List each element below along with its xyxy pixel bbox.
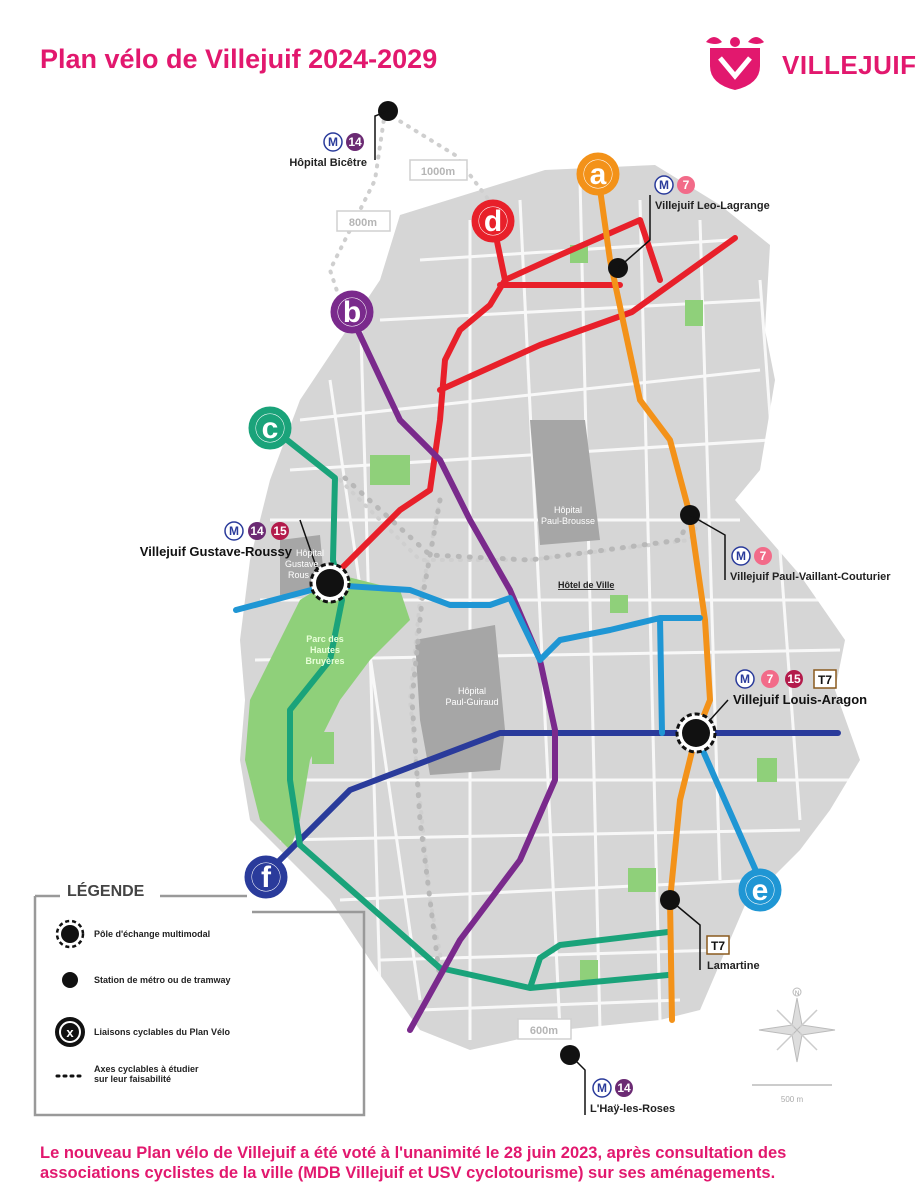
svg-text:Villejuif Paul-Vaillant-Coutur: Villejuif Paul-Vaillant-Couturier xyxy=(730,571,891,583)
legend-pole-echange: Pôle d'échange multimodal xyxy=(55,919,210,949)
line-e-marker: e xyxy=(738,868,782,912)
svg-text:Villejuif Louis-Aragon: Villejuif Louis-Aragon xyxy=(733,692,867,707)
villejuif-logo: VILLEJUIF xyxy=(700,28,916,94)
svg-text:600m: 600m xyxy=(530,1025,558,1037)
svg-text:Axes cyclables à étudier: Axes cyclables à étudier xyxy=(94,1064,199,1074)
legend-title: LÉGENDE xyxy=(67,881,145,900)
svg-text:800m: 800m xyxy=(349,217,377,229)
svg-text:c: c xyxy=(262,412,279,445)
svg-text:L'Haÿ-les-Roses: L'Haÿ-les-Roses xyxy=(590,1103,675,1115)
station-villejuif-leo-lagrange: M 7 Villejuif Leo-Lagrange xyxy=(608,175,770,278)
svg-text:e: e xyxy=(752,874,769,907)
svg-text:a: a xyxy=(590,158,607,191)
green-patch-1 xyxy=(370,455,410,485)
legend: LÉGENDE Pôle d'échange multimodal Statio… xyxy=(33,881,366,1117)
svg-text:14: 14 xyxy=(250,524,264,538)
svg-text:15: 15 xyxy=(787,672,801,686)
distance-1000: 1000m xyxy=(409,159,468,181)
label-parc-1: Parc des xyxy=(306,634,344,644)
svg-text:1000m: 1000m xyxy=(421,166,455,178)
svg-text:f: f xyxy=(261,861,272,894)
distance-600: 600m xyxy=(517,1018,572,1040)
svg-text:T7: T7 xyxy=(818,673,832,687)
hopital-paul-brousse-area xyxy=(530,420,600,545)
line-c-marker: c xyxy=(248,406,292,450)
svg-text:M: M xyxy=(659,178,669,192)
line-c-route xyxy=(269,425,671,991)
svg-text:7: 7 xyxy=(683,178,690,192)
legend-axes-etude: Axes cyclables à étudier sur leur faisab… xyxy=(55,1064,199,1084)
study-axes-dark xyxy=(342,475,693,983)
compass-rose-icon: N 500 m xyxy=(752,987,836,1104)
green-patch-2 xyxy=(628,868,656,892)
svg-text:M: M xyxy=(740,672,750,686)
legend-liaisons: x Liaisons cyclables du Plan Vélo xyxy=(55,1017,231,1047)
line-d-route xyxy=(327,217,738,583)
svg-text:500 m: 500 m xyxy=(781,1095,804,1104)
label-hopital-paul-brousse-1: Hôpital xyxy=(554,505,582,515)
line-f-marker: f xyxy=(244,855,288,899)
caption: Le nouveau Plan vélo de Villejuif a été … xyxy=(40,1143,890,1183)
svg-text:x: x xyxy=(66,1025,74,1040)
svg-text:14: 14 xyxy=(617,1081,631,1095)
station-lamartine: T7 Lamartine xyxy=(660,890,760,972)
logo-text: VILLEJUIF xyxy=(782,50,917,80)
line-a-route xyxy=(595,172,713,1023)
svg-text:Pôle d'échange multimodal: Pôle d'échange multimodal xyxy=(94,929,210,939)
caption-line-1: Le nouveau Plan vélo de Villejuif a été … xyxy=(40,1144,787,1162)
svg-text:7: 7 xyxy=(760,549,767,563)
svg-text:b: b xyxy=(343,296,361,329)
parc-hautes-bruyeres xyxy=(245,575,410,850)
svg-text:14: 14 xyxy=(348,135,362,149)
svg-text:M: M xyxy=(328,135,338,149)
station-lhay-les-roses: M 14 L'Haÿ-les-Roses xyxy=(560,1045,675,1115)
svg-text:T7: T7 xyxy=(711,939,725,953)
green-patch-3 xyxy=(580,960,598,980)
svg-text:sur leur faisabilité: sur leur faisabilité xyxy=(94,1074,171,1084)
distance-800: 800m xyxy=(336,210,391,232)
svg-text:Villejuif Gustave-Roussy: Villejuif Gustave-Roussy xyxy=(140,544,293,559)
svg-text:15: 15 xyxy=(273,524,287,538)
caption-line-2: associations cyclistes de la ville (MDB … xyxy=(40,1164,776,1182)
page-title: Plan vélo de Villejuif 2024-2029 xyxy=(40,44,438,74)
line-f-route xyxy=(265,730,841,875)
label-hotel-de-ville: Hôtel de Ville xyxy=(558,580,614,590)
line-d-marker: d xyxy=(471,199,515,243)
svg-text:Villejuif Leo-Lagrange: Villejuif Leo-Lagrange xyxy=(655,200,770,212)
station-villejuif-paul-vaillant-couturier: M 7 Villejuif Paul-Vaillant-Couturier xyxy=(680,505,891,583)
svg-text:Station de métro ou de tramway: Station de métro ou de tramway xyxy=(94,975,231,985)
svg-text:Hôpital Bicêtre: Hôpital Bicêtre xyxy=(289,157,367,169)
svg-text:N: N xyxy=(795,991,799,997)
villejuif-emblem-icon xyxy=(706,37,764,90)
svg-text:M: M xyxy=(736,549,746,563)
station-villejuif-louis-aragon: M 7 15 T7 Villejuif Louis-Aragon xyxy=(675,669,867,754)
label-gr-3: Rous xyxy=(288,570,310,580)
sports-field-2 xyxy=(685,300,703,326)
station-villejuif-gustave-roussy: M 14 15 Villejuif Gustave-Roussy xyxy=(140,519,351,604)
label-parc-2: Hautes xyxy=(310,645,340,655)
line-a-marker: a xyxy=(576,152,620,196)
label-gr-2: Gustave xyxy=(285,559,319,569)
sports-field-1 xyxy=(312,732,334,764)
svg-text:7: 7 xyxy=(767,672,774,686)
legend-station: Station de métro ou de tramway xyxy=(62,972,231,988)
svg-text:M: M xyxy=(229,524,239,538)
svg-text:d: d xyxy=(484,205,502,238)
green-patch-4 xyxy=(610,595,628,613)
label-parc-3: Bruyères xyxy=(305,656,344,666)
station-hopital-bicetre: M 14 Hôpital Bicêtre xyxy=(289,101,398,169)
svg-text:Liaisons cyclables du Plan Vél: Liaisons cyclables du Plan Vélo xyxy=(94,1027,231,1037)
label-hopital-paul-guiraud-2: Paul-Guiraud xyxy=(445,697,498,707)
line-b-marker: b xyxy=(330,290,374,334)
label-gr-1: Hôpital xyxy=(296,548,324,558)
line-e-route xyxy=(233,582,763,883)
label-hopital-paul-guiraud-1: Hôpital xyxy=(458,686,486,696)
svg-text:Lamartine: Lamartine xyxy=(707,960,760,972)
label-hopital-paul-brousse-2: Paul-Brousse xyxy=(541,516,595,526)
sports-field-3 xyxy=(757,758,777,782)
svg-text:M: M xyxy=(597,1081,607,1095)
